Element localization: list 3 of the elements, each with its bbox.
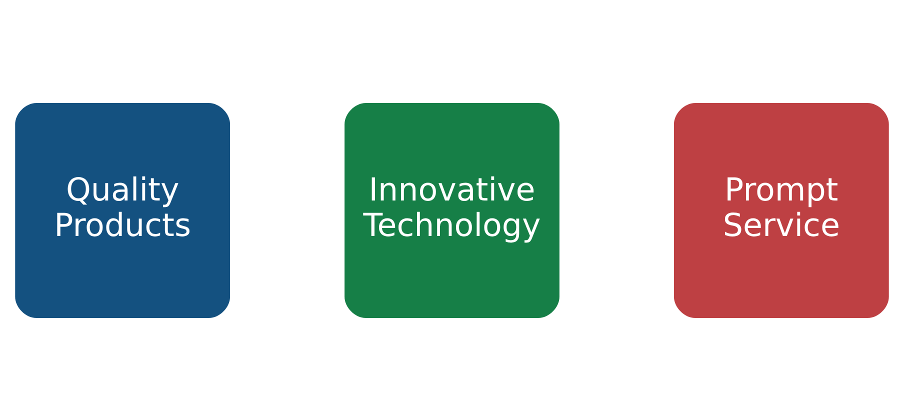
node-box: Innovative Technology [344, 102, 560, 318]
node-box: Prompt Service [674, 102, 889, 318]
node-box: Quality Products [15, 102, 230, 318]
